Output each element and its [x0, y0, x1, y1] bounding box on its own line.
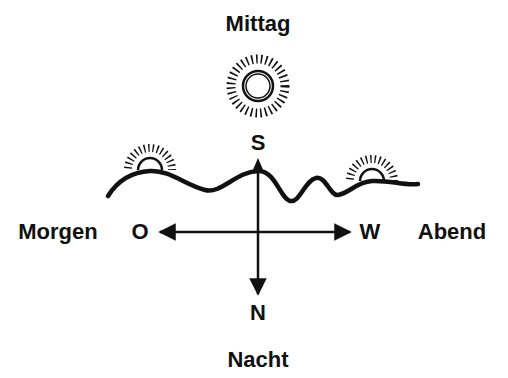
evening-sun — [350, 159, 394, 181]
direction-letter: W — [360, 221, 381, 243]
horizon-hills — [108, 171, 418, 201]
time-label: Mittag — [226, 13, 291, 35]
direction-letter: S — [251, 132, 266, 154]
north-south-tip — [252, 158, 264, 172]
direction-letter: O — [131, 221, 148, 243]
time-label: Nacht — [227, 349, 288, 371]
morning-sun — [128, 148, 172, 170]
east-west-arrow — [160, 231, 350, 234]
noon-sun — [231, 59, 285, 113]
time-label: Morgen — [18, 221, 97, 243]
direction-letter: N — [250, 302, 266, 324]
time-label: Abend — [418, 221, 486, 243]
